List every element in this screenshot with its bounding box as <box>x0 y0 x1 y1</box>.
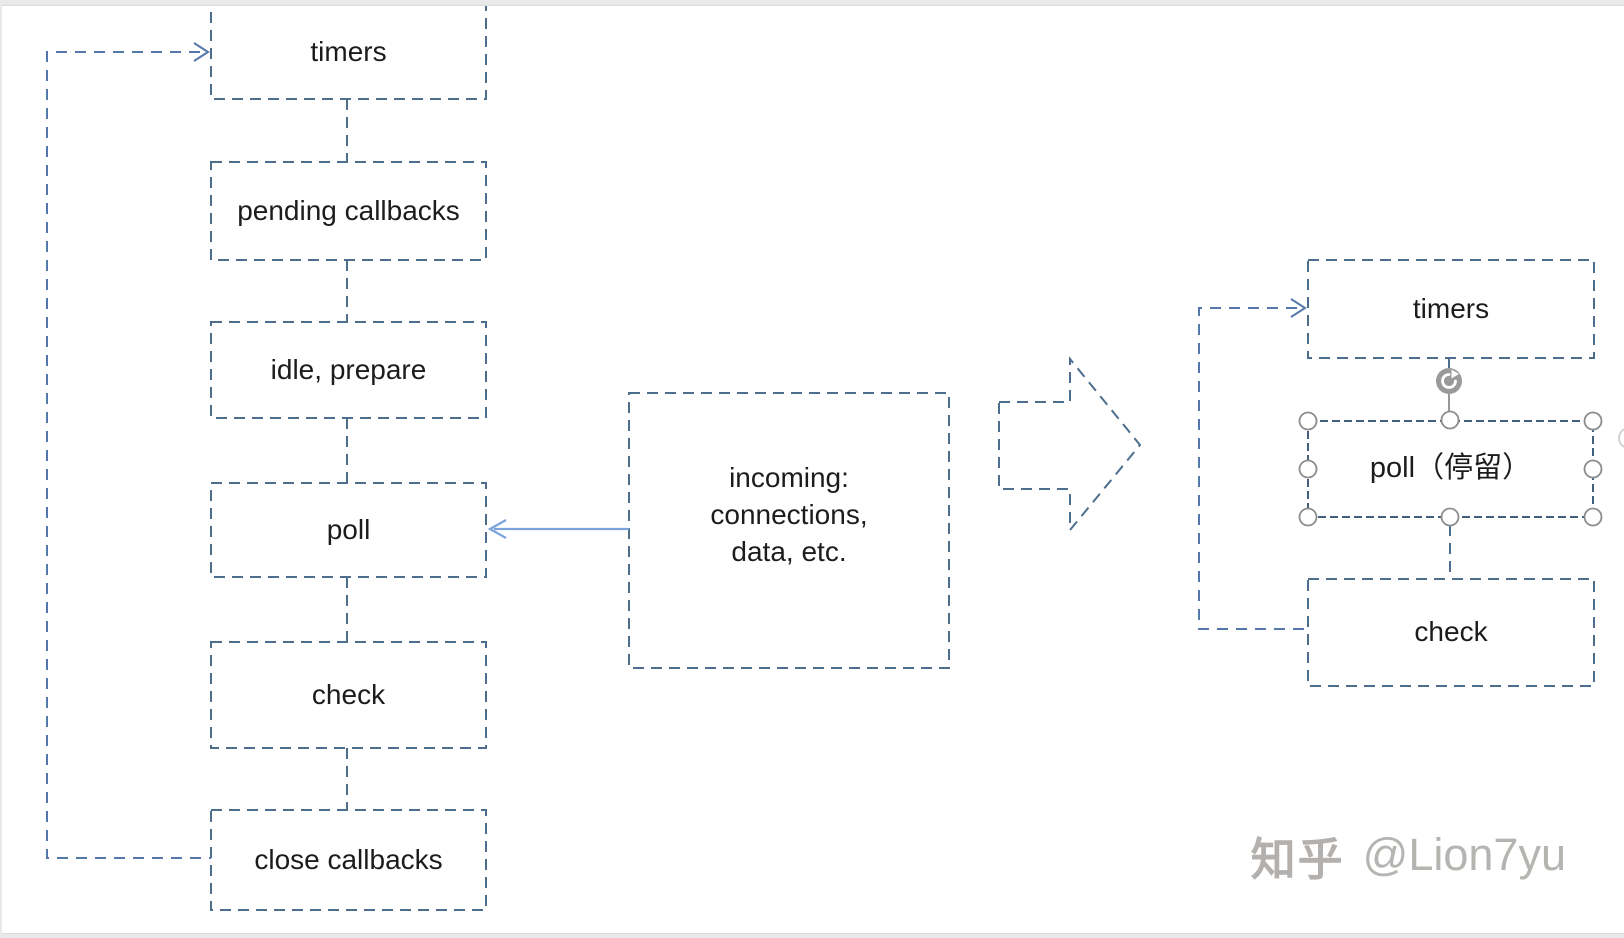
box-poll[interactable] <box>210 482 487 578</box>
left-edge-strip <box>0 0 2 938</box>
selection-handle-middle-left[interactable] <box>1298 459 1318 479</box>
box-idle-prepare[interactable] <box>210 321 487 419</box>
right-loop-connector[interactable] <box>1198 298 1308 630</box>
box-check[interactable] <box>210 641 487 749</box>
box-pending-callbacks[interactable] <box>210 161 487 261</box>
watermark-brand: 知乎 <box>1250 833 1345 885</box>
box-poll-selected[interactable] <box>1307 420 1594 518</box>
rotate-handle-icon[interactable] <box>1436 368 1462 394</box>
selection-handle-top-right[interactable] <box>1583 411 1603 431</box>
selection-handle-middle-right[interactable] <box>1583 459 1603 479</box>
box-close-callbacks[interactable] <box>210 809 487 911</box>
selection-handle-bottom-left[interactable] <box>1298 507 1318 527</box>
transform-block-arrow-icon[interactable] <box>998 356 1142 533</box>
selection-handles[interactable] <box>1298 410 1603 527</box>
top-edge-strip <box>0 0 1624 6</box>
watermark-handle: @Lion7yu <box>1362 829 1566 880</box>
box-timers[interactable] <box>210 4 487 100</box>
bottom-edge-strip <box>0 933 1624 938</box>
box-check-result[interactable] <box>1307 578 1595 687</box>
left-loop-connector[interactable] <box>46 42 211 859</box>
selection-handle-bottom-middle[interactable] <box>1440 507 1460 527</box>
incoming-to-poll-arrow[interactable] <box>487 519 629 539</box>
arrowhead-icon <box>487 519 507 539</box>
arrowhead-icon <box>1290 298 1307 318</box>
selection-handle-top-middle[interactable] <box>1440 410 1460 430</box>
box-incoming[interactable] <box>628 392 950 669</box>
box-timers-result[interactable] <box>1307 259 1595 359</box>
clipped-handle[interactable] <box>1618 428 1624 448</box>
arrowhead-icon <box>193 42 210 62</box>
selection-handle-bottom-right[interactable] <box>1583 507 1603 527</box>
result-connectors <box>1448 358 1451 579</box>
selection-handle-top-left[interactable] <box>1298 411 1318 431</box>
watermark: 知乎 @Lion7yu <box>1200 820 1600 890</box>
